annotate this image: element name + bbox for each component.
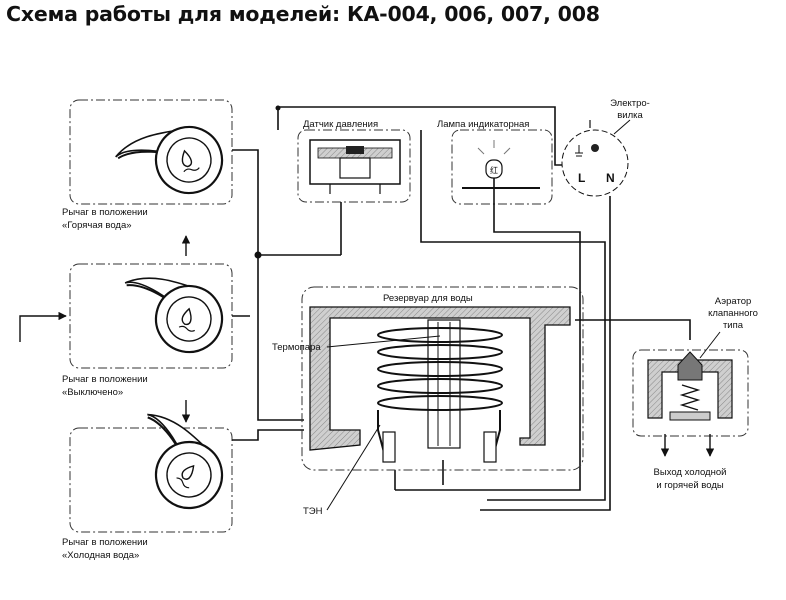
lever-off-icon xyxy=(112,270,230,360)
electric-plug: Электро- вилка L N xyxy=(561,98,650,197)
lever-hot-label-line1: Рычаг в положении xyxy=(62,207,148,218)
pressure-sensor-label: Датчик давления xyxy=(303,119,378,130)
wire-junction-1 xyxy=(254,251,262,259)
outlet-label-line1: Выход холодной xyxy=(654,467,727,478)
lever-off-label-line2: «Выключено» xyxy=(62,387,123,398)
heater-leader xyxy=(326,424,381,511)
indicator-lamp: Лампа индикаторная 红 xyxy=(437,119,553,205)
arrow-water-inlet xyxy=(19,311,67,342)
plug-L: L xyxy=(578,171,585,185)
lever-cold-icon xyxy=(112,404,237,523)
thermocouple-leader xyxy=(326,335,441,348)
pressure-sensor: Датчик давления xyxy=(297,119,411,203)
thermocouple-label: Термопара xyxy=(272,342,321,353)
lever-cold-label-line2: «Холодная вода» xyxy=(62,550,139,561)
plug-label-line2: вилка xyxy=(617,110,643,121)
page-title: Схема работы для моделей: КА-004, 006, 0… xyxy=(6,2,600,26)
valve-aerator: Аэратор клапанного типа xyxy=(632,296,758,437)
aerator-label-line3: типа xyxy=(723,320,744,331)
reservoir-label: Резервуар для воды xyxy=(383,293,473,304)
plug-N: N xyxy=(606,171,615,185)
aerator-label-line2: клапанного xyxy=(708,308,758,319)
water-reservoir: Резервуар для воды xyxy=(301,286,584,471)
lever-panel-off: Рычаг в положении «Выключено» xyxy=(62,263,233,398)
lamp-glyph: 红 xyxy=(490,165,498,175)
lever-cold-label-line1: Рычаг в положении xyxy=(62,537,148,548)
lever-panel-cold: Рычаг в положении «Холодная вода» xyxy=(62,404,237,561)
lever-off-label-line1: Рычаг в положении xyxy=(62,374,148,385)
wiring xyxy=(232,106,691,511)
lever-hot-icon xyxy=(111,118,231,212)
heater-coil xyxy=(377,327,503,411)
wire-junction-2 xyxy=(275,105,281,111)
plug-label-line1: Электро- xyxy=(610,98,650,109)
heater-label: ТЭН xyxy=(303,506,323,517)
lever-hot-label-line2: «Горячая вода» xyxy=(62,220,132,231)
outlet-label-line2: и горячей воды xyxy=(656,480,724,491)
lever-panel-hot: Рычаг в положении «Горячая вода» xyxy=(62,99,233,231)
indicator-lamp-label: Лампа индикаторная xyxy=(437,119,529,130)
aerator-label-line1: Аэратор xyxy=(715,296,752,307)
